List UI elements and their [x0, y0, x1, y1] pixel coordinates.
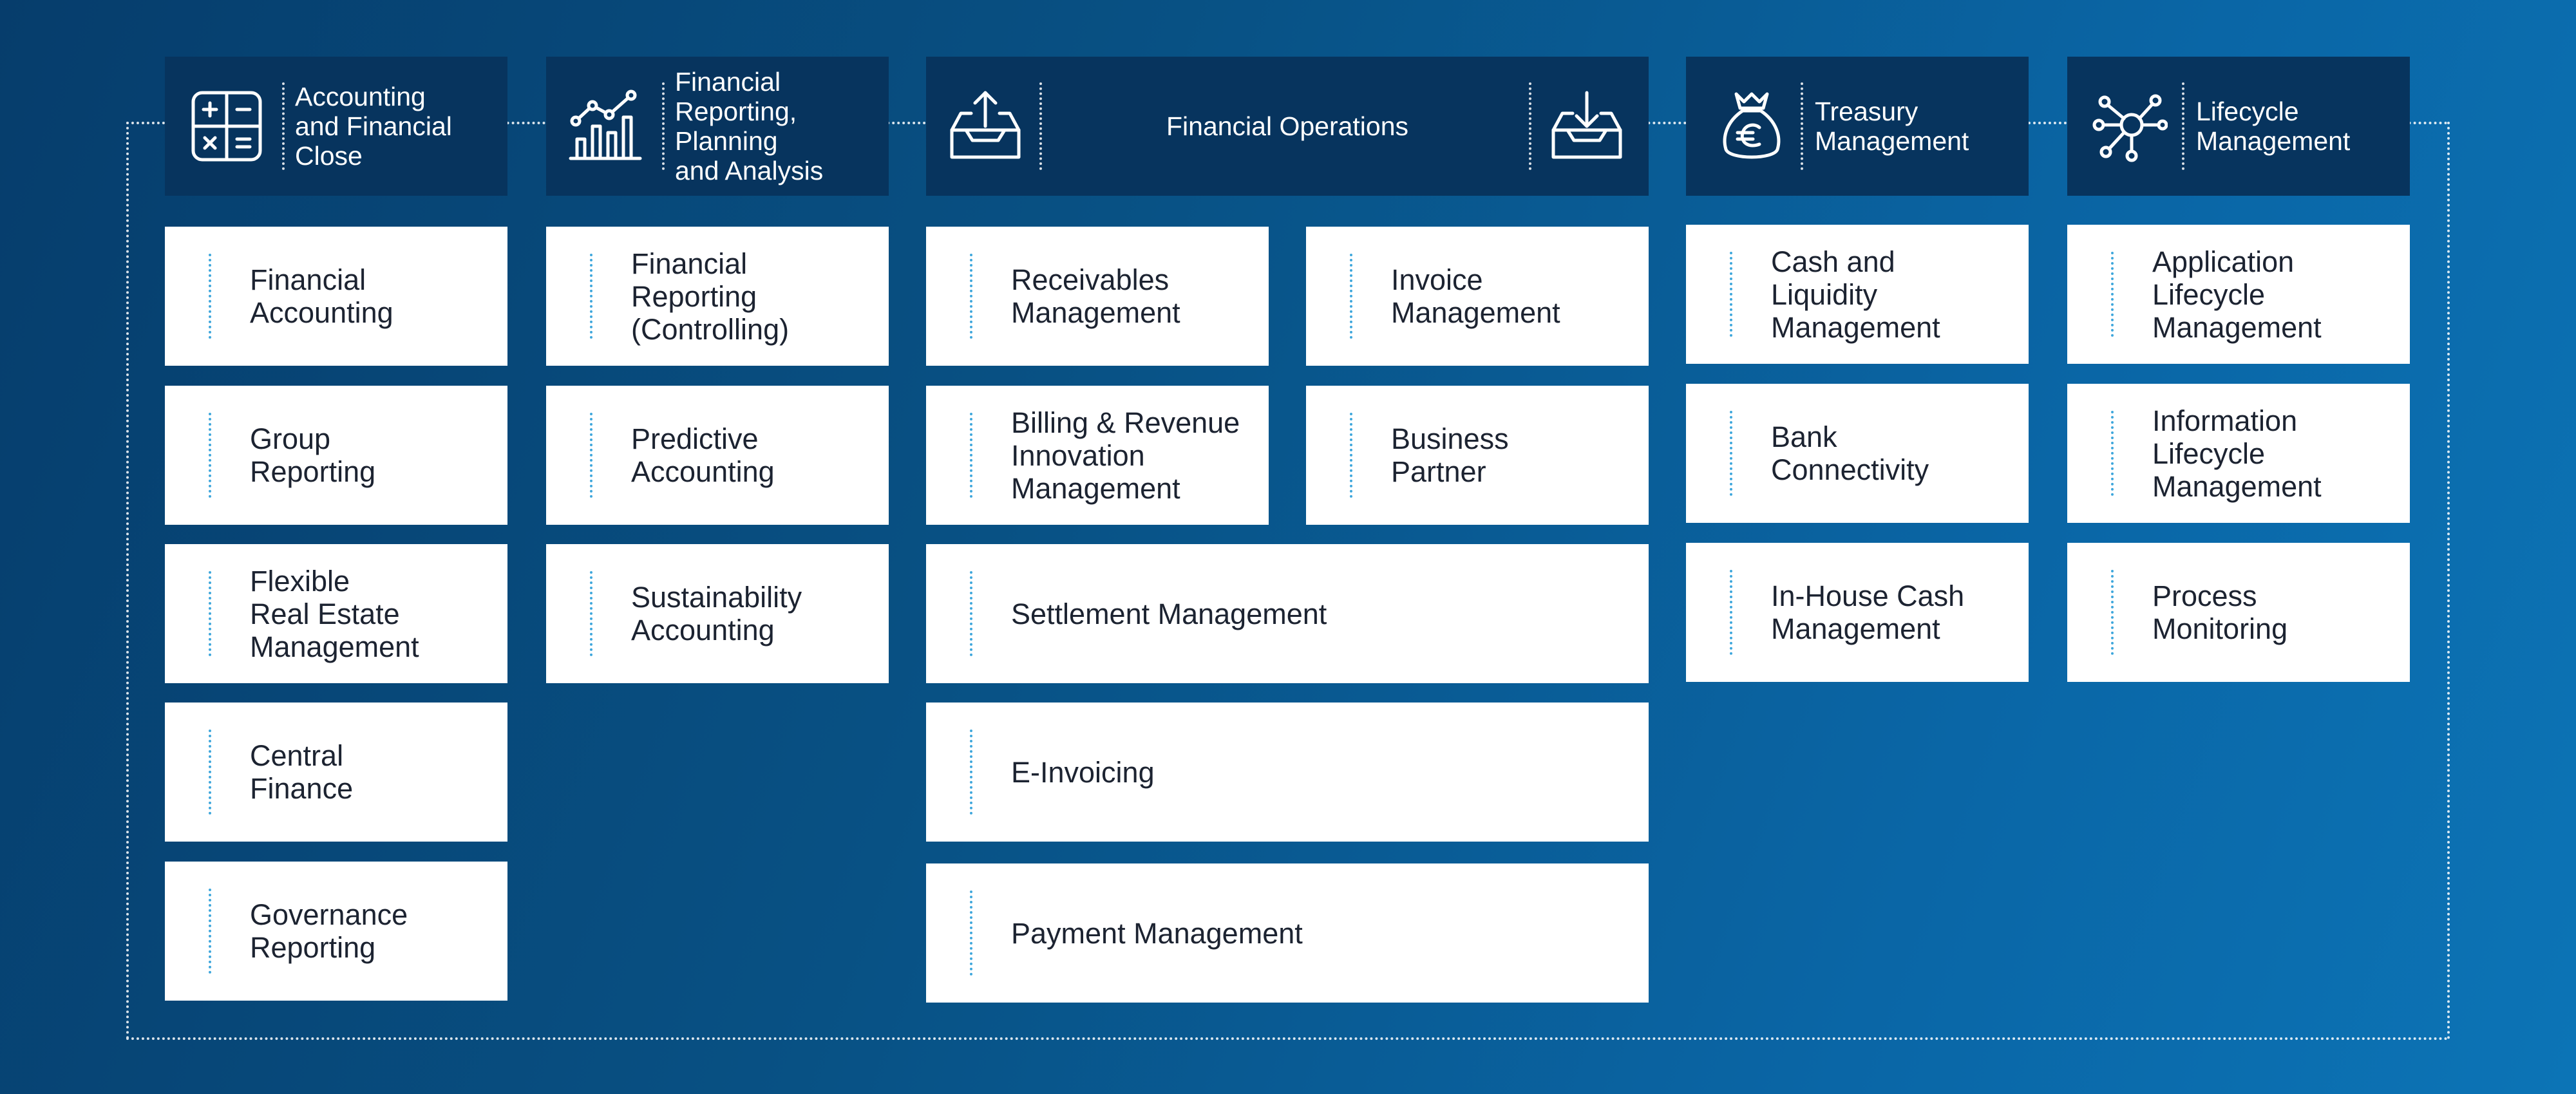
inbox-download-icon	[1548, 88, 1625, 165]
card-label: Central Finance	[250, 739, 354, 805]
card-label: Information Lifecycle Management	[2152, 404, 2322, 503]
card-accent-line	[970, 571, 972, 656]
column-title: Financial Operations	[1166, 111, 1409, 141]
header-treasury-management: Treasury Management	[1686, 57, 2029, 196]
card-billing-revenue-innovation: Billing & Revenue Innovation Management	[926, 386, 1269, 525]
card-label: Governance Reporting	[250, 898, 408, 964]
card-process-monitoring: Process Monitoring	[2067, 543, 2410, 682]
card-central-finance: Central Finance	[165, 703, 507, 842]
card-label: Application Lifecycle Management	[2152, 245, 2322, 344]
card-cash-liquidity-management: Cash and Liquidity Management	[1686, 225, 2029, 364]
card-bank-connectivity: Bank Connectivity	[1686, 384, 2029, 523]
card-label: E-Invoicing	[1011, 755, 1155, 789]
card-label: Predictive Accounting	[631, 422, 775, 488]
card-accent-line	[970, 891, 972, 976]
card-accent-line	[590, 254, 592, 339]
card-settlement-management: Settlement Management	[926, 544, 1649, 683]
column-title: Treasury Management	[1815, 97, 1969, 156]
card-application-lifecycle: Application Lifecycle Management	[2067, 225, 2410, 364]
card-financial-accounting: Financial Accounting	[165, 227, 507, 366]
card-governance-reporting: Governance Reporting	[165, 862, 507, 1001]
euro-money-bag-icon	[1713, 88, 1790, 165]
header-lifecycle-management: Lifecycle Management	[2067, 57, 2410, 196]
card-accent-line	[209, 730, 211, 815]
card-label: Flexible Real Estate Management	[250, 564, 419, 663]
card-accent-line	[209, 254, 211, 339]
card-label: Payment Management	[1011, 916, 1303, 950]
card-accent-line	[590, 413, 592, 498]
header-separator	[1801, 82, 1803, 170]
card-label: Bank Connectivity	[1771, 420, 1929, 486]
card-in-house-cash: In-House Cash Management	[1686, 543, 2029, 682]
card-business-partner: Business Partner	[1306, 386, 1649, 525]
card-receivables-management: Receivables Management	[926, 227, 1269, 366]
card-accent-line	[209, 571, 211, 656]
header-separator	[282, 82, 285, 170]
card-label: In-House Cash Management	[1771, 580, 1965, 645]
card-payment-management: Payment Management	[926, 863, 1649, 1003]
column-title: Financial Reporting, Planning and Analys…	[675, 67, 824, 185]
card-information-lifecycle: Information Lifecycle Management	[2067, 384, 2410, 523]
card-flexible-real-estate: Flexible Real Estate Management	[165, 544, 507, 683]
calculator-icon	[188, 88, 265, 165]
card-accent-line	[209, 413, 211, 498]
outbox-upload-icon	[947, 88, 1024, 165]
card-accent-line	[970, 254, 972, 339]
card-accent-line	[1730, 411, 1732, 496]
card-label: Settlement Management	[1011, 597, 1327, 630]
header-separator	[662, 82, 665, 170]
card-label: Sustainability Accounting	[631, 581, 802, 646]
card-accent-line	[2111, 411, 2114, 496]
card-e-invoicing: E-Invoicing	[926, 703, 1649, 842]
card-label: Cash and Liquidity Management	[1771, 245, 1940, 344]
card-predictive-accounting: Predictive Accounting	[546, 386, 889, 525]
header-separator	[1529, 82, 1531, 170]
card-label: Process Monitoring	[2152, 580, 2288, 645]
card-group-reporting: Group Reporting	[165, 386, 507, 525]
header-separator	[2182, 82, 2184, 170]
card-accent-line	[2111, 252, 2114, 337]
card-label: Financial Reporting (Controlling)	[631, 247, 790, 346]
column-title: Accounting and Financial Close	[295, 82, 452, 171]
card-label: Financial Accounting	[250, 263, 393, 329]
chart-growth-icon	[567, 88, 644, 165]
card-label: Receivables Management	[1011, 263, 1180, 329]
card-accent-line	[1730, 252, 1732, 337]
header-accounting-financial-close: Accounting and Financial Close	[165, 57, 507, 196]
card-sustainability-accounting: Sustainability Accounting	[546, 544, 889, 683]
header-separator	[1039, 82, 1042, 170]
header-financial-reporting-planning: Financial Reporting, Planning and Analys…	[546, 57, 889, 196]
card-accent-line	[1350, 254, 1352, 339]
card-accent-line	[970, 413, 972, 498]
header-financial-operations: Financial Operations	[926, 57, 1649, 196]
card-invoice-management: Invoice Management	[1306, 227, 1649, 366]
card-accent-line	[590, 571, 592, 656]
card-label: Billing & Revenue Innovation Management	[1011, 406, 1240, 505]
card-label: Invoice Management	[1391, 263, 1560, 329]
card-accent-line	[2111, 570, 2114, 655]
card-accent-line	[209, 889, 211, 974]
card-accent-line	[1350, 413, 1352, 498]
card-label: Group Reporting	[250, 422, 376, 488]
column-title: Lifecycle Management	[2196, 97, 2351, 156]
card-financial-reporting-controlling: Financial Reporting (Controlling)	[546, 227, 889, 366]
network-hub-icon	[2090, 88, 2168, 165]
card-accent-line	[1730, 570, 1732, 655]
card-label: Business Partner	[1391, 422, 1509, 488]
card-accent-line	[970, 730, 972, 815]
